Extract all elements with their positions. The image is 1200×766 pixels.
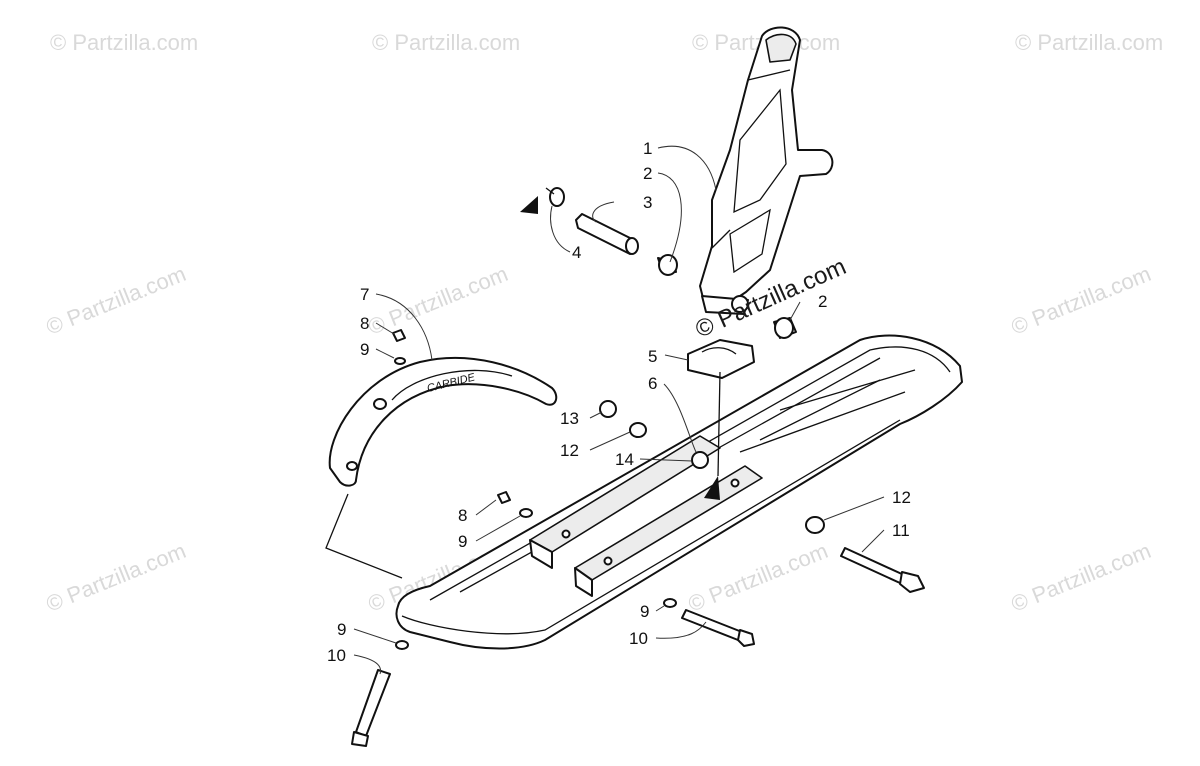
watermark: © Partzilla.com	[1008, 538, 1155, 617]
watermark: © Partzilla.com	[1008, 261, 1155, 340]
callouts: 1 2 3 4 2 5 6 7 8 9 13 12 14 8 9 12 11 9…	[327, 139, 911, 665]
spindle	[699, 26, 834, 315]
bushing-set	[549, 187, 797, 339]
callout-12: 12	[892, 488, 911, 507]
callout-10: 10	[327, 646, 346, 665]
hardware	[351, 329, 925, 747]
ski-body	[395, 334, 963, 650]
callout-9: 9	[458, 532, 467, 551]
callout-4: 4	[572, 243, 581, 262]
callout-11: 11	[892, 521, 910, 540]
ski-handle: CARBIDE	[328, 356, 558, 487]
callout-3: 3	[643, 193, 652, 212]
watermark: © Partzilla.com	[685, 538, 832, 617]
callout-9: 9	[337, 620, 346, 639]
watermark: © Partzilla.com	[50, 30, 198, 55]
callout-2: 2	[643, 164, 652, 183]
watermark: © Partzilla.com	[365, 261, 512, 340]
watermark: © Partzilla.com	[43, 261, 190, 340]
callout-6: 6	[648, 374, 657, 393]
leader-lines	[353, 145, 885, 675]
reference-arrows	[520, 187, 721, 500]
callout-9: 9	[640, 602, 649, 621]
callout-5: 5	[648, 347, 657, 366]
assembly-line	[325, 493, 403, 579]
callout-1: 1	[643, 139, 652, 158]
left-arrow-icon	[520, 196, 538, 214]
callout-14: 14	[615, 450, 634, 469]
callout-12: 12	[560, 441, 579, 460]
callout-7: 7	[360, 285, 369, 304]
watermark: © Partzilla.com	[43, 538, 190, 617]
spindle-pad	[687, 339, 755, 379]
watermark: © Partzilla.com	[1015, 30, 1163, 55]
callout-8: 8	[360, 314, 369, 333]
callout-10: 10	[629, 629, 648, 648]
center-arrow-icon	[704, 476, 720, 500]
callout-8: 8	[458, 506, 467, 525]
watermark: © Partzilla.com	[372, 30, 520, 55]
callout-9: 9	[360, 340, 369, 359]
callout-2: 2	[818, 292, 827, 311]
callout-13: 13	[560, 409, 579, 428]
